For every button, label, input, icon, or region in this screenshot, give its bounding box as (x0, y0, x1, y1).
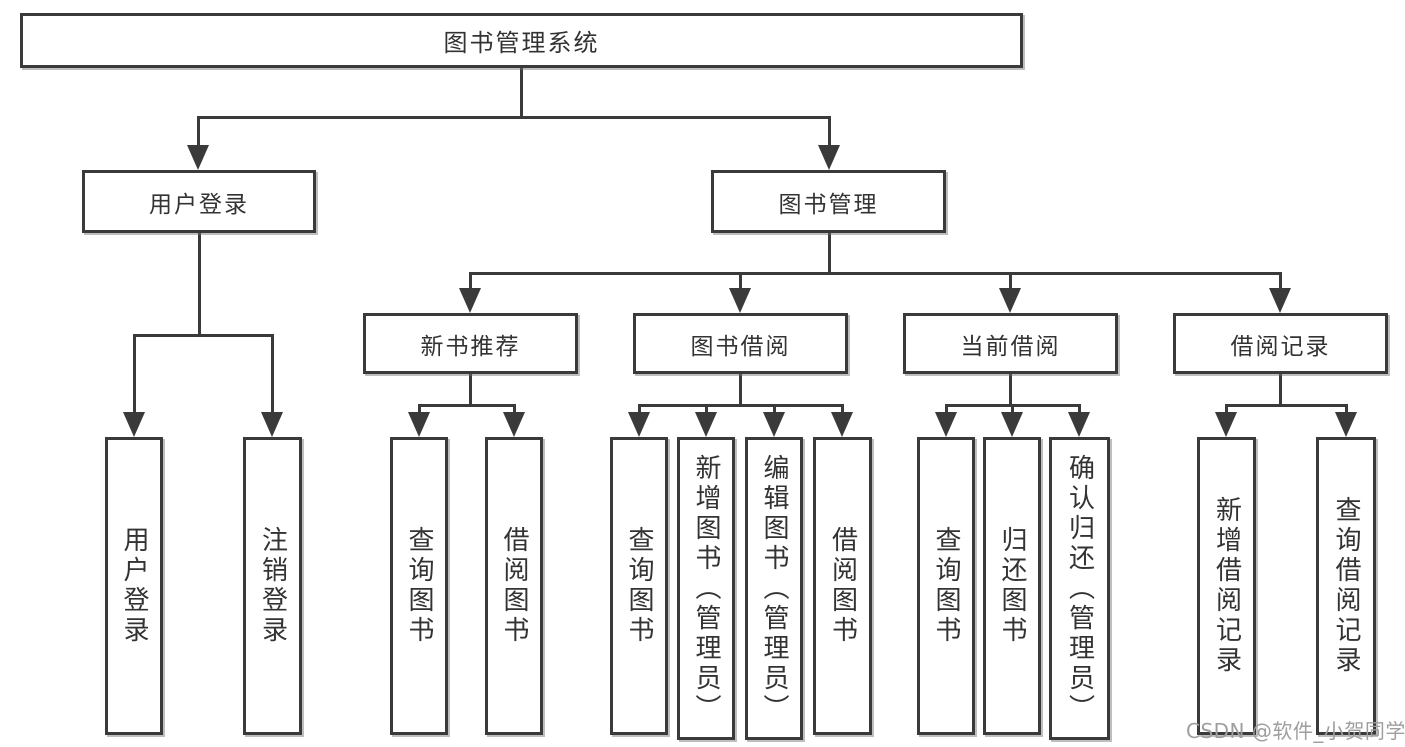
leaf-borrow-books-rec-label: 借阅图书 (499, 526, 529, 646)
connector-hline (468, 271, 1282, 275)
connector-vline (704, 405, 708, 417)
leaf-borrow-books-bb-box: 借阅图书 (813, 437, 872, 735)
arrow-down-icon (999, 288, 1021, 313)
connector-vline (738, 273, 742, 293)
connector-hline (196, 115, 831, 119)
arrow-down-icon (459, 288, 481, 313)
leaf-add-books-admin-label: 新增图书（管理员） (691, 453, 721, 724)
connector-hline (417, 403, 516, 407)
arrow-down-icon (695, 412, 717, 437)
connector-vline (1224, 405, 1228, 417)
arrow-down-icon (1269, 288, 1291, 313)
connector-vline (738, 374, 742, 405)
leaf-borrow-books-bb-label: 借阅图书 (827, 526, 858, 646)
leaf-confirm-return-label: 确认归还（管理员） (1064, 453, 1095, 724)
connector-vline (1344, 405, 1348, 417)
leaf-query-books-cb-box: 查询图书 (917, 437, 975, 735)
connector-vline (827, 233, 831, 273)
connector-hline (637, 403, 844, 407)
connector-vline (468, 374, 472, 405)
connector-vline (1008, 273, 1012, 293)
leaf-logout-label: 注销登录 (257, 526, 288, 646)
connector-vline (512, 405, 516, 417)
connector-hline (1224, 403, 1348, 407)
arrow-down-icon (1335, 412, 1357, 437)
leaf-edit-books-admin-label: 编辑图书（管理员） (759, 453, 789, 724)
branch-user-login-box: 用户登录 (82, 170, 316, 233)
connector-vline (519, 68, 523, 117)
leaf-user-login-box: 用户登录 (105, 437, 163, 735)
branch-book-management-label: 图书管理 (778, 191, 879, 218)
leaf-query-books-bb-label: 查询图书 (624, 526, 654, 646)
connector-vline (827, 117, 831, 150)
connector-vline (1278, 273, 1282, 293)
arrow-down-icon (729, 288, 751, 313)
leaf-add-books-admin-box: 新增图书（管理员） (677, 437, 735, 740)
module-new-book-rec-label: 新书推荐 (420, 333, 521, 360)
connector-vline (197, 233, 201, 335)
arrow-down-icon (935, 412, 957, 437)
connector-vline (417, 405, 421, 417)
leaf-query-books-bb-box: 查询图书 (610, 437, 668, 735)
arrow-down-icon (503, 412, 525, 437)
leaf-edit-books-admin-box: 编辑图书（管理员） (745, 437, 803, 740)
connector-vline (637, 405, 641, 417)
arrow-down-icon (1001, 412, 1023, 437)
module-book-borrow-label: 图书借阅 (690, 333, 791, 360)
module-current-borrow-label: 当前借阅 (960, 333, 1061, 360)
connector-vline (468, 273, 472, 293)
connector-vline (1010, 405, 1014, 417)
connector-vline (196, 117, 200, 150)
leaf-query-borrow-record-label: 查询借阅记录 (1331, 496, 1361, 676)
leaf-query-books-cb-label: 查询图书 (931, 526, 961, 646)
arrow-down-icon (408, 412, 430, 437)
leaf-logout-box: 注销登录 (243, 437, 302, 735)
csdn-watermark: CSDN @软件_小贺同学 (1186, 719, 1405, 743)
arrow-down-icon (831, 412, 853, 437)
connector-vline (772, 405, 776, 417)
connector-vline (270, 335, 274, 417)
arrow-down-icon (628, 412, 650, 437)
leaf-return-books-box: 归还图书 (983, 437, 1041, 735)
leaf-query-borrow-record-box: 查询借阅记录 (1316, 437, 1376, 735)
leaf-return-books-label: 归还图书 (997, 526, 1027, 646)
module-book-borrow-box: 图书借阅 (633, 313, 848, 374)
root-system-box: 图书管理系统 (20, 13, 1023, 68)
module-borrow-records-box: 借阅记录 (1173, 313, 1388, 374)
arrow-down-icon (818, 145, 840, 170)
root-system-label: 图书管理系统 (443, 29, 600, 57)
connector-vline (1077, 405, 1081, 417)
arrow-down-icon (763, 412, 785, 437)
arrow-down-icon (261, 412, 283, 437)
leaf-user-login-label: 用户登录 (119, 526, 149, 646)
connector-hline (132, 333, 274, 337)
leaf-query-books-rec-label: 查询图书 (404, 526, 434, 646)
leaf-add-borrow-record-label: 新增借阅记录 (1211, 496, 1242, 676)
connector-vline (840, 405, 844, 417)
arrow-down-icon (123, 412, 145, 437)
branch-book-management-box: 图书管理 (711, 170, 946, 233)
connector-vline (132, 335, 136, 417)
leaf-add-borrow-record-box: 新增借阅记录 (1197, 437, 1256, 735)
arrow-down-icon (1068, 412, 1090, 437)
branch-user-login-label: 用户登录 (149, 191, 249, 218)
module-borrow-records-label: 借阅记录 (1230, 333, 1331, 360)
arrow-down-icon (187, 145, 209, 170)
connector-vline (1278, 374, 1282, 405)
leaf-confirm-return-box: 确认归还（管理员） (1049, 437, 1110, 740)
module-current-borrow-box: 当前借阅 (903, 313, 1118, 374)
arrow-down-icon (1215, 412, 1237, 437)
leaf-query-books-rec-box: 查询图书 (390, 437, 448, 735)
connector-vline (1008, 374, 1012, 405)
module-new-book-rec-box: 新书推荐 (363, 313, 578, 374)
connector-vline (944, 405, 948, 417)
leaf-borrow-books-rec-box: 借阅图书 (485, 437, 543, 735)
